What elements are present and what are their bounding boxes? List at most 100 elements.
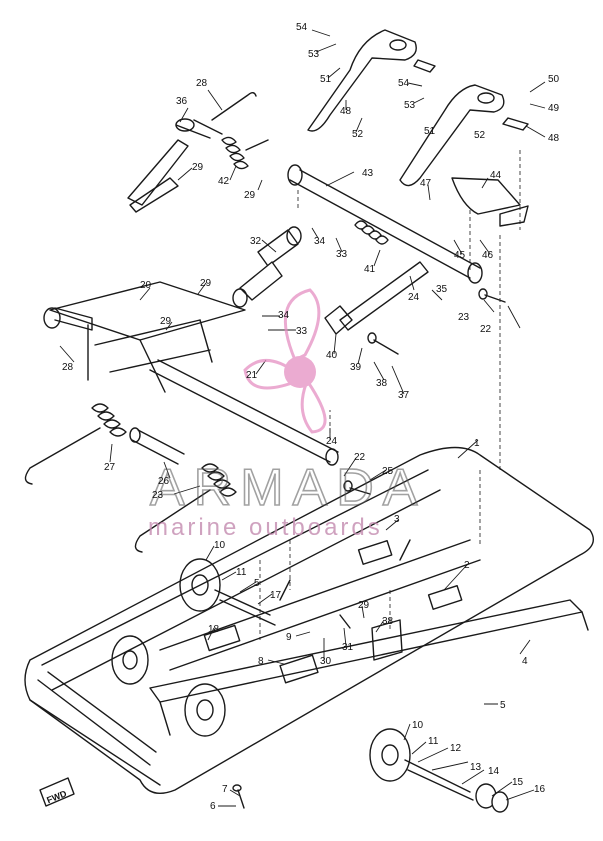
part-callout-5: 5 — [254, 578, 260, 589]
part-callout-8: 8 — [258, 656, 264, 667]
part-callout-14: 14 — [488, 766, 500, 777]
part-callout-12: 12 — [450, 743, 462, 754]
part-callout-34: 34 — [314, 236, 326, 247]
part-callout-22: 22 — [354, 452, 366, 463]
track-belt — [24, 446, 594, 794]
part-callout-10: 10 — [412, 720, 424, 731]
part-callout-36: 36 — [176, 96, 188, 107]
front-arm — [127, 118, 223, 213]
lower-cross-shaft — [149, 359, 339, 466]
pivot-arm-upper-right — [399, 84, 529, 187]
part-callout-24: 24 — [326, 436, 338, 447]
upper-cross-shaft — [287, 164, 483, 284]
bolt-6 — [232, 784, 245, 809]
part-callout-53: 53 — [308, 49, 320, 60]
part-callout-28: 28 — [62, 362, 74, 373]
wheel-axle-17 — [214, 589, 276, 626]
part-callout-30: 30 — [320, 656, 332, 667]
forward-label: FWD — [45, 788, 68, 805]
part-callout-54: 54 — [296, 22, 308, 33]
idler-wheel-rear-right — [369, 728, 411, 782]
bracket-44 — [451, 177, 529, 227]
part-callout-49: 49 — [548, 103, 560, 114]
slider-block-8 — [279, 654, 319, 684]
part-callout-29: 29 — [192, 162, 204, 173]
part-callout-34: 34 — [278, 310, 290, 321]
part-callout-16: 16 — [534, 784, 546, 795]
part-callout-44: 44 — [490, 170, 502, 181]
bolt-31 — [339, 614, 351, 629]
rear-spring-27 — [24, 403, 127, 485]
slide-frame-20 — [43, 281, 246, 393]
part-callout-37: 37 — [398, 390, 410, 401]
part-callout-31: 31 — [342, 642, 354, 653]
part-callout-51: 51 — [424, 126, 436, 137]
part-callout-41: 41 — [364, 264, 376, 275]
part-callout-47: 47 — [420, 178, 432, 189]
bolt-22-upper — [478, 288, 506, 303]
part-callout-3: 3 — [394, 514, 400, 525]
part-callout-32: 32 — [250, 236, 262, 247]
watermark-subtitle: marine outboards — [148, 514, 383, 541]
part-callout-5: 5 — [500, 700, 506, 711]
part-callout-35: 35 — [436, 284, 448, 295]
rear-spring-25 — [134, 463, 237, 553]
part-callout-11: 11 — [428, 736, 439, 747]
part-callout-45: 45 — [454, 250, 466, 261]
part-callout-28: 28 — [196, 78, 208, 89]
bolt-37 — [367, 332, 399, 355]
axle-cap-16 — [491, 791, 509, 813]
slide-rail — [149, 599, 589, 736]
watermark-logo — [243, 288, 327, 434]
part-callout-29: 29 — [200, 278, 212, 289]
part-callout-51: 51 — [320, 74, 332, 85]
part-callout-43: 43 — [362, 168, 374, 179]
part-callout-15: 15 — [512, 777, 524, 788]
part-callout-29: 29 — [358, 600, 370, 611]
part-callout-52: 52 — [352, 129, 364, 140]
part-callout-54: 54 — [398, 78, 410, 89]
leader-lines — [59, 29, 546, 807]
part-callout-48: 48 — [340, 106, 352, 117]
part-callout-13: 13 — [470, 762, 482, 773]
part-callout-18: 18 — [208, 624, 220, 635]
watermark-title: ARMADA — [150, 459, 426, 517]
part-callout-52: 52 — [474, 130, 486, 141]
part-callout-21: 21 — [246, 370, 258, 381]
part-callout-4: 4 — [522, 656, 528, 667]
rear-link-40 — [324, 305, 353, 335]
idler-wheel-front-mid — [111, 635, 149, 685]
spacer-26 — [129, 427, 185, 465]
forward-direction-marker: FWD — [39, 777, 75, 807]
part-callout-38: 38 — [382, 616, 394, 627]
idler-wheel-front-left — [179, 558, 221, 612]
part-callout-26: 26 — [158, 476, 170, 487]
slider-block-3a — [357, 540, 393, 565]
part-callout-1: 1 — [474, 438, 480, 449]
part-callout-33: 33 — [336, 249, 348, 260]
bolt-22-lower — [343, 480, 371, 495]
part-callout-23: 23 — [458, 312, 470, 323]
wheel-axle-14 — [404, 759, 474, 801]
idler-wheel-rear-left — [184, 683, 226, 737]
part-callout-11: 11 — [236, 567, 247, 578]
part-callout-9: 9 — [286, 632, 292, 643]
part-callout-20: 20 — [140, 280, 152, 291]
part-callout-25: 25 — [382, 466, 394, 477]
part-callout-27: 27 — [104, 462, 116, 473]
spring-rod-28 — [211, 92, 257, 121]
torsion-spring-42 — [221, 136, 269, 170]
part-callout-29: 29 — [244, 190, 256, 201]
part-callout-40: 40 — [326, 350, 338, 361]
slider-block-18 — [203, 624, 241, 652]
part-callout-42: 42 — [218, 176, 230, 187]
part-callout-2: 2 — [464, 560, 470, 571]
part-callout-33: 33 — [296, 326, 308, 337]
slider-block-3b — [427, 585, 463, 610]
part-callout-46: 46 — [482, 250, 494, 261]
shock-absorber — [232, 226, 302, 308]
part-callout-23: 23 — [152, 490, 164, 501]
part-callout-7: 7 — [222, 784, 228, 795]
